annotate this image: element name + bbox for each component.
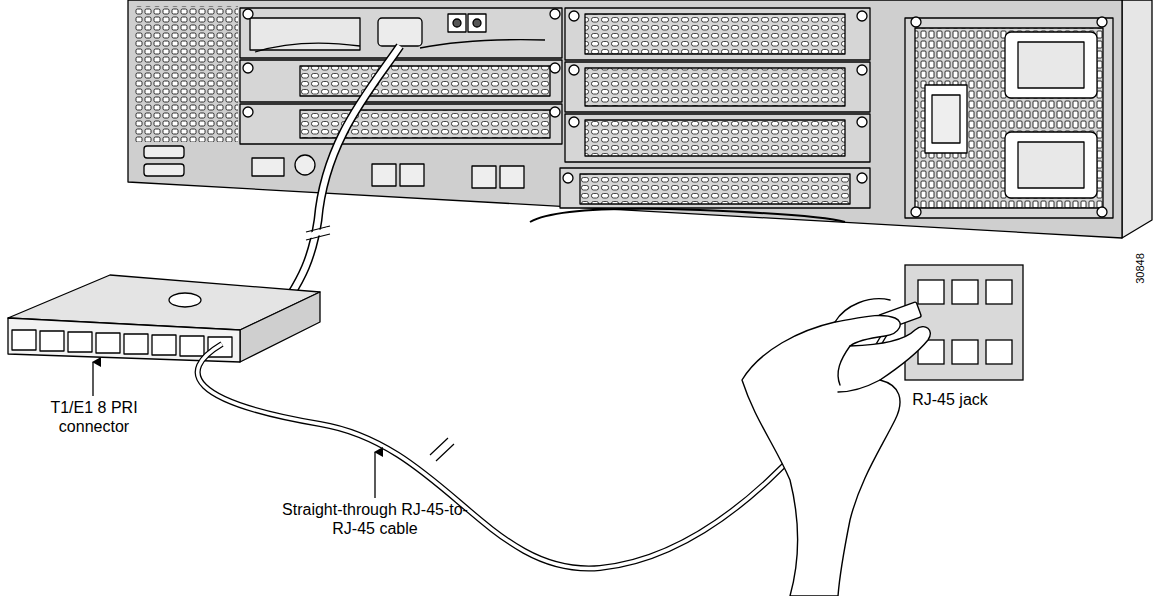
callout-label: T1/E1 8 PRI connector — [38, 398, 150, 436]
part-label: RJ-45 jack — [895, 390, 1005, 409]
callout-label: Straight-through RJ-45-to-RJ-45 cable — [270, 500, 480, 538]
figure-number: 30848 — [1134, 247, 1147, 291]
